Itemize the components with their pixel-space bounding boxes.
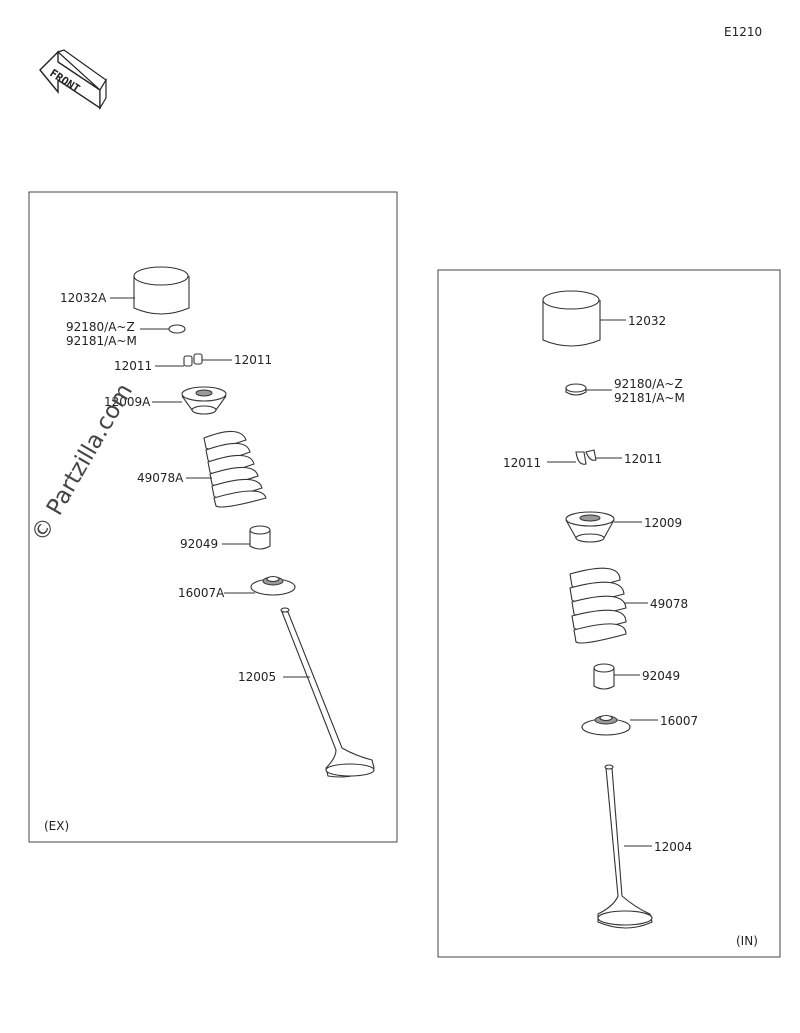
ex-spring-seat-label: 16007A bbox=[178, 586, 225, 600]
ex-retainer-label: 12009A bbox=[104, 395, 151, 409]
ex-shim-label-2: 92181/A~M bbox=[66, 334, 137, 348]
ex-cotter-left-label: 12011 bbox=[114, 359, 152, 373]
ex-spring-label: 49078A bbox=[137, 471, 184, 485]
ex-shim bbox=[168, 324, 186, 334]
exhaust-frame bbox=[28, 191, 398, 843]
ex-retainer bbox=[181, 386, 227, 415]
in-seal-label: 92049 bbox=[642, 669, 680, 683]
in-cotter-left-label: 12011 bbox=[503, 456, 541, 470]
intake-label: (IN) bbox=[736, 934, 758, 948]
ex-spring bbox=[203, 430, 267, 508]
in-valve bbox=[597, 764, 653, 929]
ex-valve bbox=[280, 607, 375, 778]
in-shim-label-1: 92180/A~Z bbox=[614, 377, 683, 391]
in-cotters bbox=[575, 449, 597, 465]
in-tappet bbox=[542, 290, 601, 347]
diagram-code: E1210 bbox=[724, 25, 762, 39]
ex-cotters bbox=[183, 353, 203, 367]
in-spring-seat-label: 16007 bbox=[660, 714, 698, 728]
ex-cotter-right-label: 12011 bbox=[234, 353, 272, 367]
ex-tappet-label: 12032A bbox=[60, 291, 107, 305]
in-seal bbox=[593, 663, 615, 690]
ex-spring-seat bbox=[250, 575, 296, 596]
front-arrow-icon: FRONT bbox=[39, 49, 107, 111]
ex-valve-label: 12005 bbox=[238, 670, 276, 684]
ex-tappet bbox=[133, 266, 190, 315]
ex-seal-label: 92049 bbox=[180, 537, 218, 551]
exhaust-label: (EX) bbox=[44, 819, 69, 833]
in-cotter-right-label: 12011 bbox=[624, 452, 662, 466]
in-retainer-label: 12009 bbox=[644, 516, 682, 530]
in-retainer bbox=[565, 511, 615, 543]
ex-shim-label-1: 92180/A~Z bbox=[66, 320, 135, 334]
ex-seal bbox=[249, 525, 271, 550]
intake-frame bbox=[437, 269, 781, 958]
in-spring-label: 49078 bbox=[650, 597, 688, 611]
in-tappet-label: 12032 bbox=[628, 314, 666, 328]
in-shim-label-2: 92181/A~M bbox=[614, 391, 685, 405]
in-valve-label: 12004 bbox=[654, 840, 692, 854]
in-shim bbox=[565, 383, 587, 396]
in-spring-seat bbox=[581, 714, 631, 736]
in-spring bbox=[569, 567, 627, 644]
